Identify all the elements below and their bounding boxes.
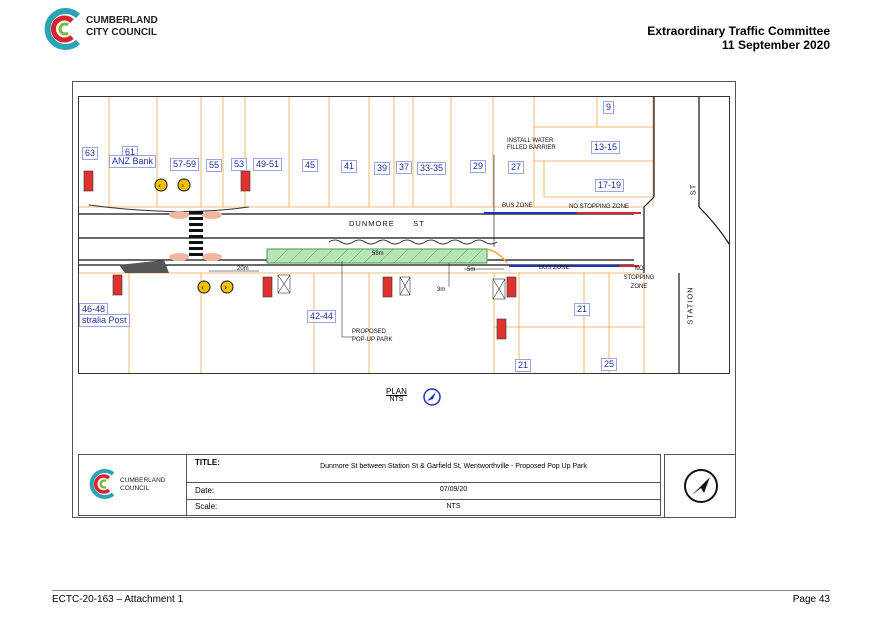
lot-label: 21: [574, 303, 591, 316]
dimension-58m: 58m: [372, 251, 384, 257]
lot-label: 39: [374, 162, 391, 175]
street-suffix: ST: [413, 219, 425, 228]
lot-label: 45: [302, 159, 319, 172]
scale-row: Scale: NTS: [187, 500, 660, 515]
council-logo: CUMBERLAND CITY COUNCIL: [42, 4, 172, 54]
install-barrier-note: INSTALL WATER FILLED BARRIER: [507, 138, 556, 151]
title-value: Dunmore St between Station St & Garfield…: [320, 463, 587, 470]
plan-caption-scale: NTS: [389, 396, 404, 403]
header-right: Extraordinary Traffic Committee 11 Septe…: [647, 24, 830, 52]
lot-label: 21: [515, 359, 532, 372]
north-arrow-icon: [684, 469, 718, 503]
plan-frame: [72, 81, 736, 518]
title-block-logo: CUMBERLAND COUNCIL: [79, 455, 187, 515]
footer-attachment: ECTC-20-163 – Attachment 1: [52, 594, 184, 605]
no-stopping-label-south: NO STOPPING ZONE: [623, 266, 655, 290]
council-logo-icon: [44, 8, 81, 50]
tb-logo-line2: COUNCIL: [120, 485, 150, 492]
lot-label: ANZ Bank: [109, 155, 157, 168]
lot-label: 42-44: [307, 310, 337, 323]
svg-text:‹: ‹: [158, 181, 161, 190]
date-value: 07/09/20: [439, 486, 468, 493]
pedestrian-crossing: [189, 211, 203, 256]
water-barrier: [328, 239, 498, 245]
dimension-3m: 3m: [437, 287, 446, 293]
road-edges: [79, 97, 729, 373]
lot-label: 41: [341, 160, 358, 173]
title-row: TITLE: Dunmore St between Station St & G…: [187, 455, 660, 483]
lot-label: 63: [82, 147, 99, 160]
dimension-20m: 20m: [237, 266, 249, 272]
kerb-extension: [119, 260, 169, 273]
footer-page-number: Page 43: [792, 594, 830, 605]
title-block: CUMBERLAND COUNCIL TITLE: Dunmore St bet…: [78, 454, 661, 516]
street-dunmore: DUNMORE ST: [349, 219, 425, 228]
site-plan-drawing: ‹ › ‹ ›: [79, 97, 729, 373]
tb-logo-line1: CUMBERLAND: [120, 477, 166, 484]
lot-label: 25: [601, 358, 618, 371]
lot-label: 55: [206, 159, 223, 172]
committee-title: Extraordinary Traffic Committee: [647, 24, 830, 38]
date-key: Date:: [195, 486, 215, 495]
svg-text:›: ›: [181, 181, 184, 190]
lot-label: 49-51: [253, 158, 283, 171]
lot-label: 27: [508, 161, 525, 174]
lot-label: 9: [603, 101, 615, 114]
proposed-park-note: PROPOSED POP-UP PARK: [352, 329, 393, 343]
scale-value: NTS: [446, 503, 461, 510]
date-row: Date: 07/09/20: [187, 483, 660, 500]
scale-key: Scale:: [195, 502, 218, 511]
street-name: DUNMORE: [349, 219, 395, 228]
plan-caption: PLAN NTS: [386, 388, 407, 404]
lot-label: 33-35: [417, 162, 447, 175]
logo-text: CUMBERLAND CITY COUNCIL: [86, 15, 158, 39]
plan-caption-title: PLAN: [386, 387, 407, 396]
svg-text:›: ›: [224, 283, 227, 292]
meeting-date: 11 September 2020: [721, 38, 830, 52]
pop-up-park-area: [266, 248, 488, 264]
no-stopping-label-north: NO STOPPING ZONE: [569, 204, 629, 210]
direction-signs: ‹ › ‹ ›: [154, 178, 234, 294]
lot-label: stralia Post: [79, 314, 130, 327]
station-label: STATION: [685, 286, 695, 325]
station-st-label: ST: [688, 183, 698, 196]
bus-zone-label-north: BUS ZONE: [502, 203, 533, 209]
street-furniture: [83, 170, 517, 340]
footer-rule: [52, 590, 830, 591]
lot-label: 13-15: [591, 141, 621, 154]
lot-label: 57-59: [170, 158, 200, 171]
title-block-logo-text: CUMBERLAND COUNCIL: [120, 477, 166, 493]
north-arrow-box: [664, 454, 736, 518]
dimension-5m: 5m: [467, 267, 476, 273]
lot-label: 29: [470, 160, 487, 173]
title-key: TITLE:: [195, 458, 220, 467]
bus-zone-label-south: BUS ZONE: [539, 265, 570, 271]
council-logo-small-icon: [89, 469, 115, 499]
lot-label: 37: [396, 161, 413, 174]
site-plan-map: ‹ › ‹ › 63 61 ANZ Bank 57-59 55 53 49-51…: [78, 96, 730, 374]
svg-text:‹: ‹: [201, 283, 204, 292]
logo-line1: CUMBERLAND: [86, 15, 158, 26]
lot-label: 17-19: [595, 179, 625, 192]
logo-line2: CITY COUNCIL: [86, 27, 157, 38]
lot-label: 53: [231, 158, 248, 171]
north-arrow-small-icon: [423, 388, 441, 406]
